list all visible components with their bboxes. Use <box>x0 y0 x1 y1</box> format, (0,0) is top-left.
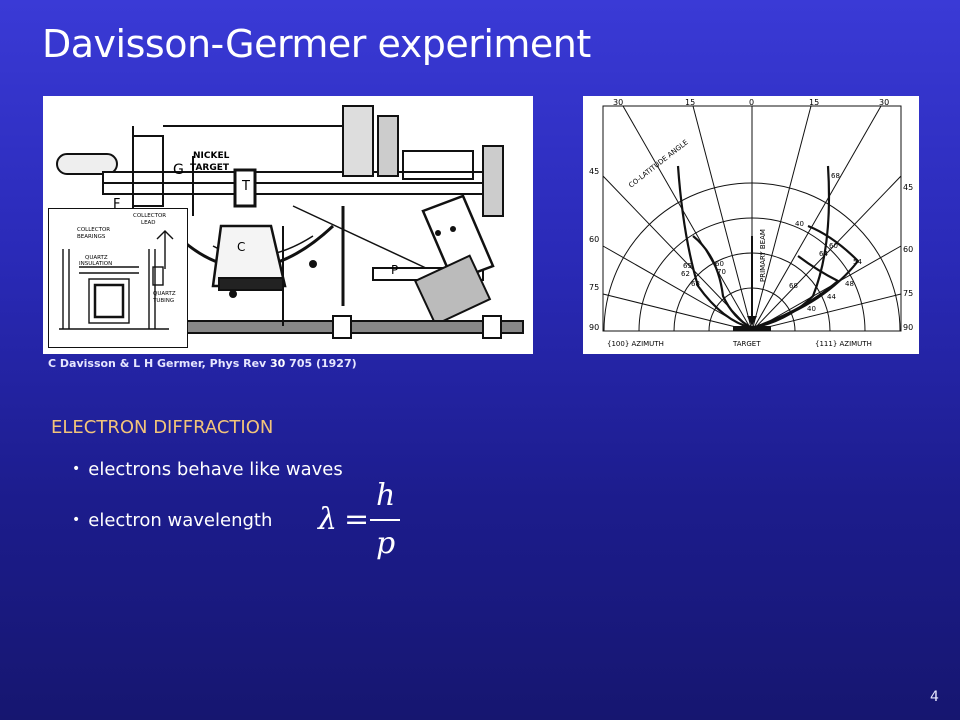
section-heading: ELECTRON DIFFRACTION <box>51 417 274 438</box>
curve-label-left-1: 65 <box>683 262 692 270</box>
citation-prefix: C Davisson & L H Germer, Phys Rev <box>48 357 271 370</box>
label-c: C <box>237 240 245 254</box>
formula-equals: = <box>344 502 370 537</box>
label-f: F <box>113 197 120 212</box>
curve-label-right-7: 44 <box>827 293 836 301</box>
label-p: P <box>391 263 398 277</box>
left-tick-90: 90 <box>589 323 599 332</box>
bottom-right-label: {111} AZIMUTH <box>815 340 872 348</box>
left-tick-45: 45 <box>589 167 599 176</box>
left-tick-75: 75 <box>589 283 599 292</box>
inset-label-lead: LEAD <box>141 220 156 226</box>
citation: C Davisson & L H Germer, Phys Rev 30 705… <box>48 357 357 370</box>
inset-label-insulation: INSULATION <box>79 261 112 267</box>
curve-label-right-8: 40 <box>807 305 816 313</box>
inset-label-collector: COLLECTOR <box>133 213 166 219</box>
label-target: TARGET <box>190 163 230 173</box>
slide-title: Davisson-Germer experiment <box>42 22 591 66</box>
curve-label-right-2: 40 <box>795 220 804 228</box>
apparatus-drawing: NICKEL TARGET G T F C P <box>56 105 524 339</box>
page-number: 4 <box>930 689 939 705</box>
right-tick-60: 60 <box>903 245 913 254</box>
right-tick-45: 45 <box>903 183 913 192</box>
curve-label-right-9: 68 <box>789 282 798 290</box>
top-tick-3: 0 <box>749 98 754 107</box>
bottom-center-label: TARGET <box>732 340 761 348</box>
curve-label-left-3: 68 <box>691 280 700 288</box>
label-g: G <box>173 162 184 178</box>
bullet-item: • electron wavelength <box>72 510 272 531</box>
citation-suffix: 705 (1927) <box>285 357 357 370</box>
inset-label-quartz-tubing-1: QUARTZ <box>153 291 176 297</box>
inset-label-bearings: BEARINGS <box>77 234 106 240</box>
inset-label-tubing: TUBING <box>152 298 174 304</box>
bullet-item: • electrons behave like waves <box>72 459 343 480</box>
right-tick-90: 90 <box>903 323 913 332</box>
bullet-dot-icon: • <box>72 461 81 477</box>
apparatus-figure: NICKEL TARGET G T F C P COLLECTOR <box>43 96 533 354</box>
bottom-left-label: {100} AZIMUTH <box>607 340 664 348</box>
bullet-text: electrons behave like waves <box>88 459 343 480</box>
beam-label: PRIMARY BEAM <box>759 229 767 282</box>
formula-numerator: h <box>376 478 396 513</box>
curve-label-left-4: 60 <box>715 260 724 268</box>
curve-label-left-2: 62 <box>681 270 690 278</box>
bullet-text: electron wavelength <box>88 510 273 531</box>
collector-inset-drawing: COLLECTOR LEAD COLLECTOR BEARINGS QUARTZ… <box>59 213 176 330</box>
wavelength-formula: λ = h p <box>318 478 408 562</box>
polar-plot-drawing: 30 15 0 15 30 45 60 75 90 45 60 75 90 CO… <box>589 98 913 348</box>
formula-lambda: λ <box>318 502 338 537</box>
curve-label-right-4: 64 <box>819 250 828 258</box>
curve-label-right-6: 48 <box>845 280 854 288</box>
curve-label-left-5: 70 <box>717 268 726 276</box>
label-nickel: NICKEL <box>193 151 230 161</box>
formula-denominator: p <box>376 526 396 561</box>
top-tick-5: 30 <box>879 98 889 107</box>
formula-fraction-bar <box>370 519 400 521</box>
bullet-dot-icon: • <box>72 512 81 528</box>
curve-label-right-3: 60 <box>829 242 838 250</box>
top-tick-2: 15 <box>685 98 695 107</box>
collector-inset: COLLECTOR LEAD COLLECTOR BEARINGS QUARTZ… <box>48 208 188 348</box>
polar-plot-figure: 30 15 0 15 30 45 60 75 90 45 60 75 90 CO… <box>583 96 919 354</box>
top-tick-4: 15 <box>809 98 819 107</box>
inset-label-collector-bearings-1: COLLECTOR <box>77 227 110 233</box>
right-tick-75: 75 <box>903 289 913 298</box>
left-tick-60: 60 <box>589 235 599 244</box>
inset-label-quartz: QUARTZ <box>85 255 108 261</box>
top-tick-1: 30 <box>613 98 623 107</box>
citation-volume: 30 <box>270 357 286 370</box>
curve-label-right-5: 54 <box>853 258 862 266</box>
label-t: T <box>241 179 250 194</box>
curve-label-right-1: 68 <box>831 172 840 180</box>
